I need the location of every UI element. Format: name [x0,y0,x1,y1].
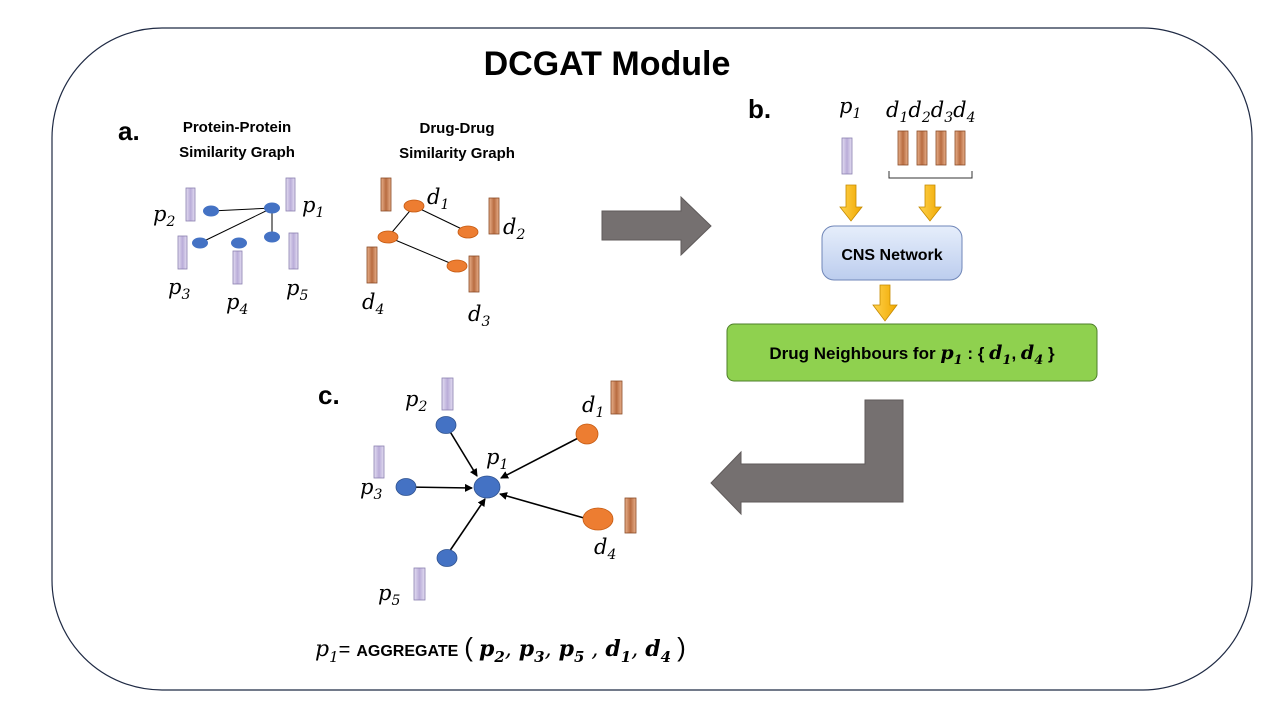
agg-label-p5: p5 [378,581,400,609]
drug-label-d2: d2 [503,215,525,243]
module-frame [51,27,1253,691]
agg-node-d4 [582,507,614,531]
protein-bar-p5 [288,232,299,270]
drug-node-d1 [403,199,425,213]
agg-node-p5 [436,549,458,567]
flow-arrow-return [710,399,904,516]
agg-bar-d4 [624,497,637,534]
agg-node-p3 [395,478,417,496]
yellow-arrows [839,184,942,322]
drug-graph-title-line2: Similarity Graph [399,145,515,162]
input-drug-bar-d4 [954,130,966,166]
yellow-arrow-drugs [918,184,942,222]
agg-bar-d1 [610,380,623,415]
drug-neighbours-text: Drug Neighbours for p1 : { d1, d4 } [769,342,1055,368]
protein-label-p4: p4 [226,290,248,318]
aggregation-nodes [395,416,614,567]
edge-p2-p1 [445,424,478,477]
agg-bar-p5 [413,567,426,601]
protein-feature-bars [177,177,299,285]
agg-node-p2 [435,416,457,434]
drug-node-d4 [377,230,399,244]
drug-label-d1: d1 [427,185,449,213]
input-drug-bar-d3 [935,130,947,166]
yellow-arrow-result [872,284,898,322]
protein-graph-title-line2: Similarity Graph [179,144,295,161]
drug-node-d2 [457,225,479,239]
agg-label-d1: d1 [582,393,604,421]
panel-c-label: c. [318,380,340,410]
drug-graph-nodes [377,199,479,273]
protein-label-p1: p1 [302,193,324,221]
drug-feature-bars [366,177,500,293]
aggregation-bars [373,377,637,601]
aggregation-edges [405,424,585,556]
yellow-arrow-protein [839,184,863,222]
edge-d4-p1 [499,492,585,519]
drug-graph-title-line1: Drug-Drug [420,120,495,137]
diagram-title: DCGAT Module [484,45,731,83]
drug-neighbours-box [726,323,1098,382]
protein-bar-p4 [232,250,243,285]
protein-graph-title-line1: Protein-Protein [183,119,291,136]
input-drug-bar-d1 [897,130,909,166]
protein-graph-labels: p2 p1 p3 p4 p5 [153,193,324,318]
drug-bar-d3 [468,255,480,293]
drug-label-d3: d3 [468,302,490,330]
input-drug-bars [897,130,966,166]
agg-label-p2: p2 [405,387,427,415]
protein-node-p1 [264,202,280,214]
input-protein-label: p1 [839,94,861,122]
drug-bar-d4 [366,246,378,284]
protein-bar-p1 [285,177,296,212]
agg-bar-p3 [373,445,385,479]
aggregation-labels: p2 p1 p3 p5 d1 d4 [360,387,616,609]
protein-bar-p3 [177,235,188,270]
agg-node-d1 [575,423,599,445]
cns-network-label: CNS Network [841,247,942,264]
drug-bar-d2 [488,197,500,235]
cns-network-box [821,225,963,281]
edge-p3-p1 [405,483,473,492]
protein-node-p5 [264,231,280,243]
input-drugs-label: d1d2d3d4 [886,98,976,126]
agg-label-p1: p1 [486,445,508,473]
agg-bar-p2 [441,377,454,411]
edge-d1-p1 [500,434,585,479]
input-protein-bar [841,137,853,175]
drug-bar-d1 [380,177,392,212]
drug-label-d4: d4 [362,290,384,318]
protein-graph-nodes [192,202,280,249]
drug-graph-labels: d1 d2 d4 d3 [362,185,525,330]
agg-label-p3: p3 [360,475,382,503]
panel-a-label: a. [118,116,140,146]
protein-node-p3 [192,237,208,249]
panel-b-label: b. [748,94,771,124]
input-drug-bar-d2 [916,130,928,166]
agg-label-d4: d4 [594,535,616,563]
aggregate-formula: p1=AGGREGATE(p2, p3, p5 , d1, d4) [315,632,686,666]
agg-node-p1 [473,475,501,499]
drug-node-d3 [446,259,468,273]
protein-label-p3: p3 [168,275,190,303]
protein-label-p2: p2 [153,202,175,230]
protein-node-p2 [203,205,219,217]
protein-bar-p2 [185,187,196,222]
flow-arrow-right [601,195,712,257]
drug-group-bracket [888,171,973,179]
edge-p5-p1 [446,498,486,556]
protein-label-p5: p5 [286,276,308,304]
protein-node-p4 [231,237,247,249]
